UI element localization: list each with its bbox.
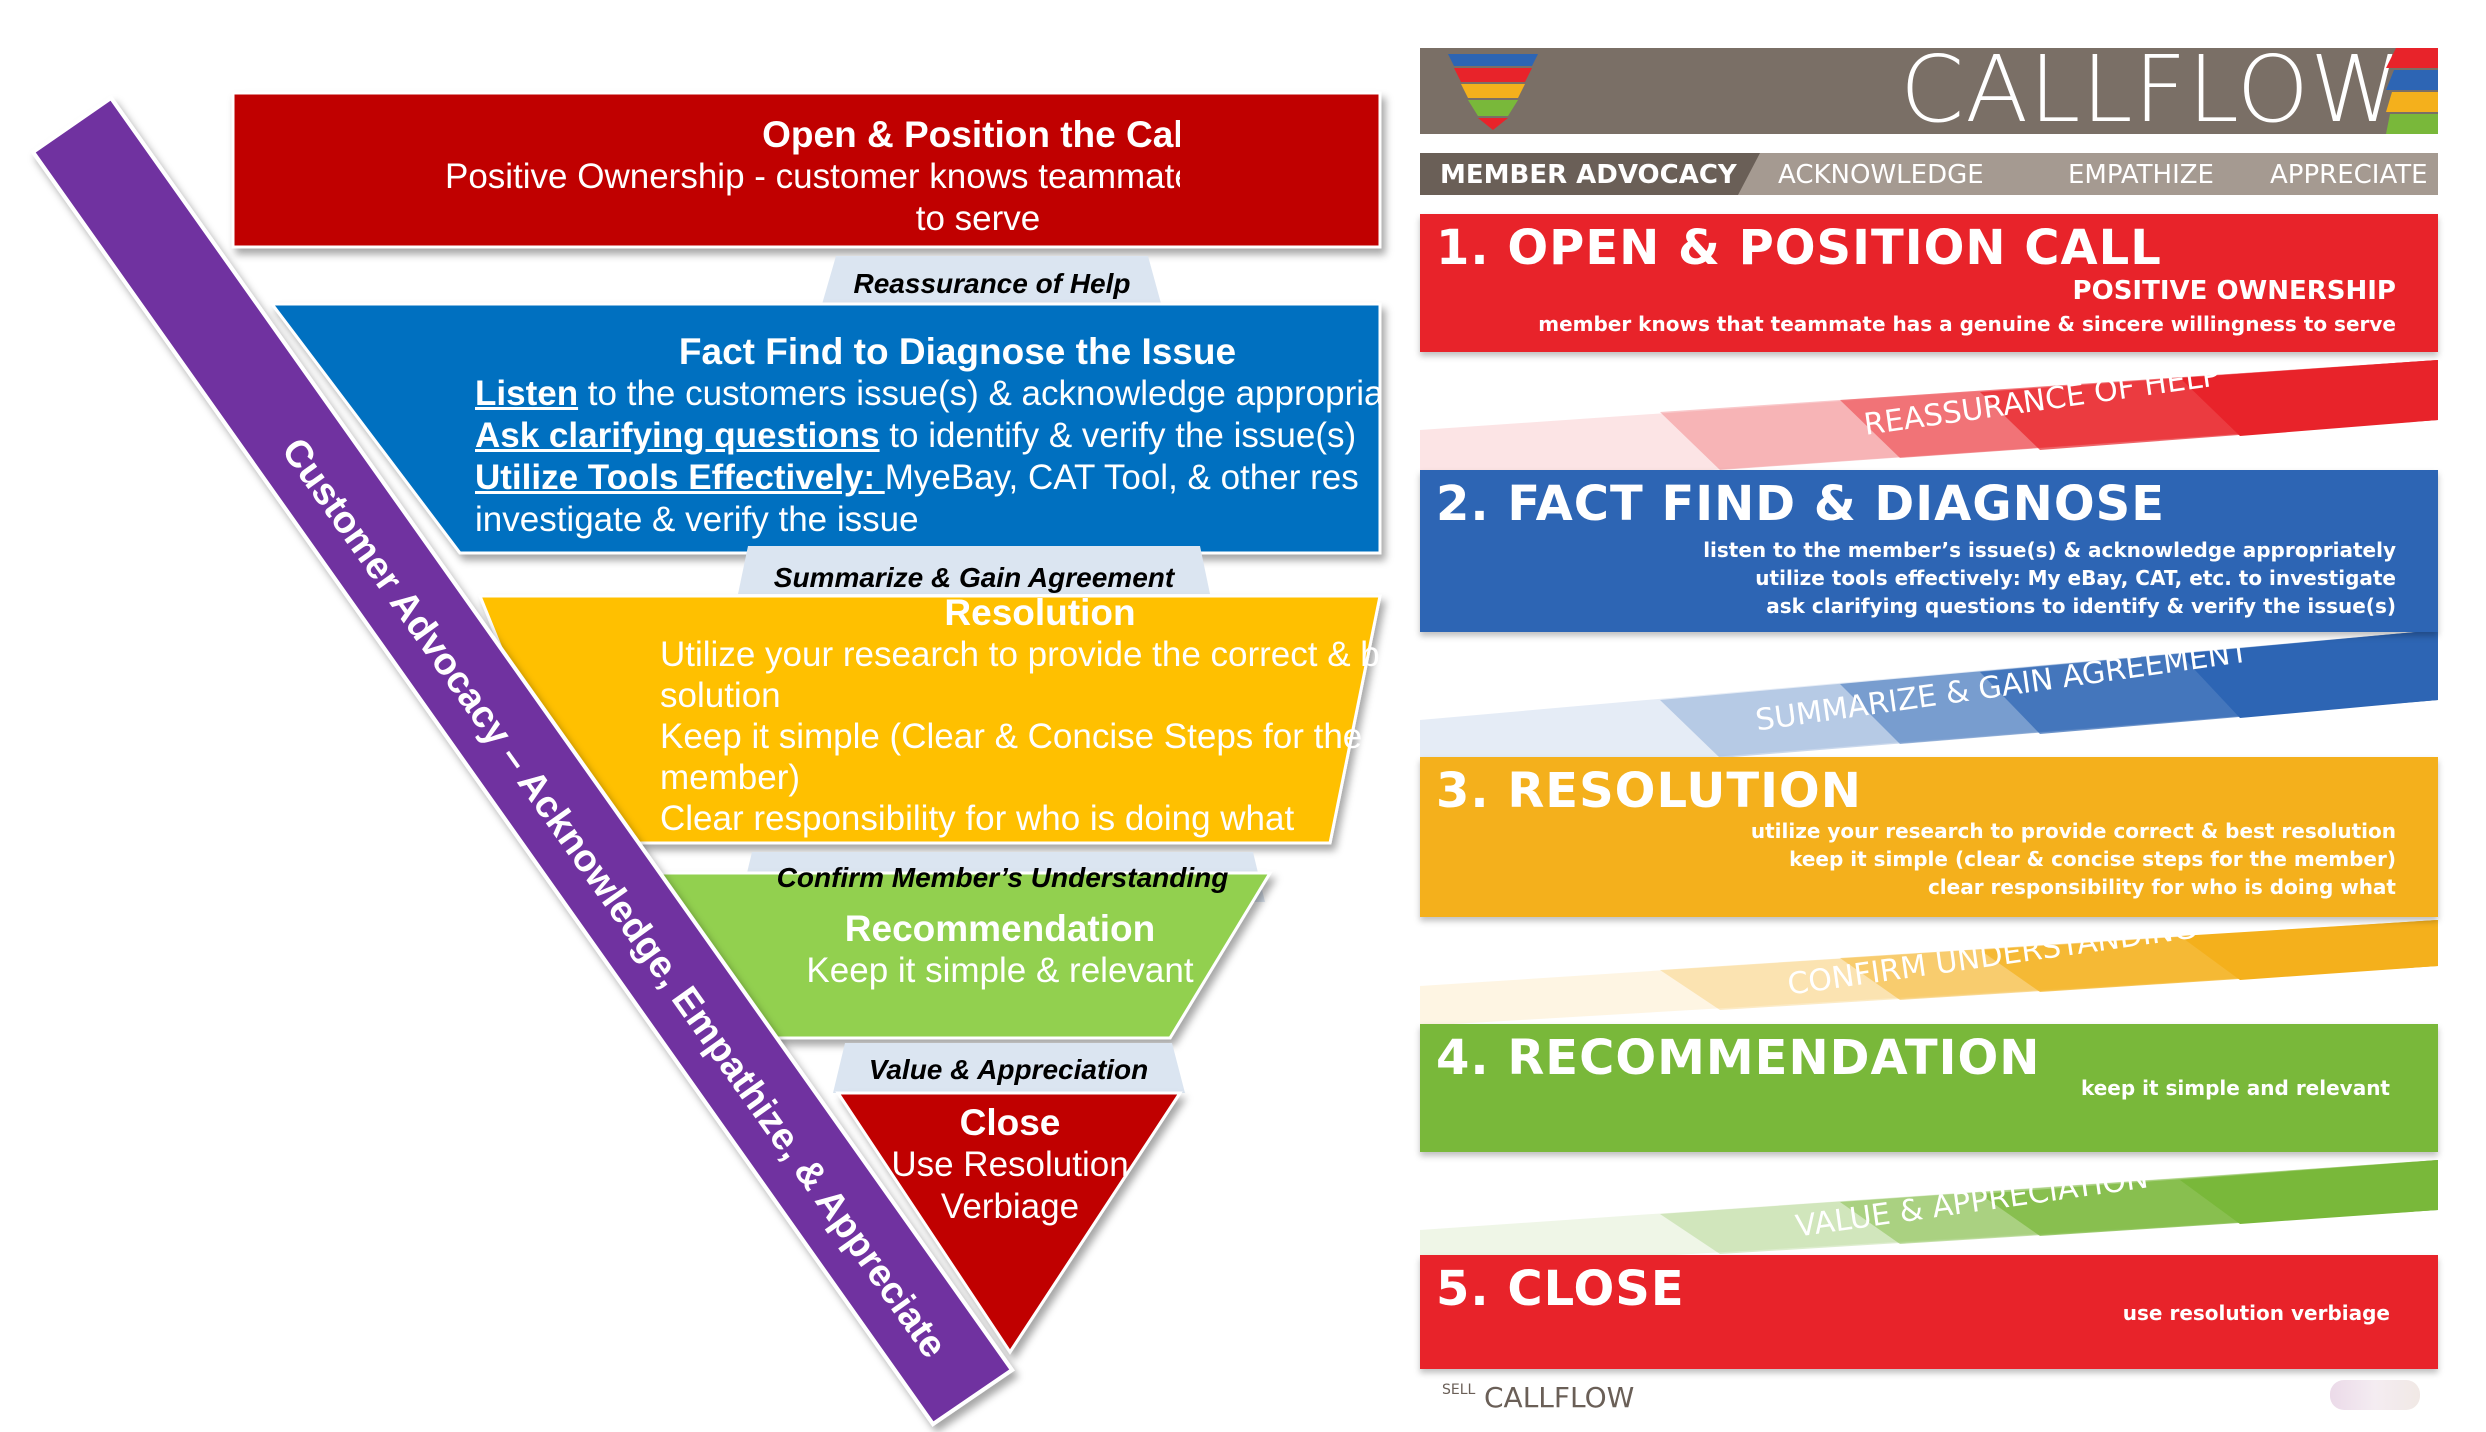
stage-resolution-line-2: solution [660,676,781,715]
stage-resolution-text: Resolution Utilize your research to prov… [660,592,1380,842]
band-resolution-line-1: utilize your research to provide correct… [1750,819,2396,843]
footer-blur-icon [2330,1380,2420,1410]
stage-close-text: Close Use Resolution Verbiage [860,1102,1160,1228]
footer-small-label: SELL [1442,1382,1476,1398]
stage-resolution-line-4: member) [660,758,801,797]
connector-summarize-shape [738,546,1210,594]
stage-factfind-line-2: Ask clarifying questions to identify & v… [475,416,1357,455]
connector-value-label: Value & Appreciation [868,1054,1149,1085]
subheader-member-advocacy: MEMBER ADVOCACY [1440,160,1737,190]
subheader-empathize: EMPATHIZE [2068,160,2214,190]
band-factfind: 2. FACT FIND & DIAGNOSE listen to the me… [1420,470,2438,632]
stage-factfind-text: Fact Find to Diagnose the Issue Listen t… [475,331,1380,553]
transition-ribbon-2 [1420,630,2438,770]
funnel-shapes [30,91,1382,1427]
callflow-title: CALLFLOW [1900,36,2402,143]
advocacy-band-shape [30,95,1015,1427]
band-open-subtitle: POSITIVE OWNERSHIP [2072,276,2396,306]
stage-factfind-line-3: Utilize Tools Effectively: MyeBay, CAT T… [475,458,1359,497]
band-recommendation-line-1: keep it simple and relevant [2080,1076,2390,1100]
band-resolution-line-2: keep it simple (clear & concise steps fo… [1789,847,2396,871]
stage-factfind-shape [268,302,1382,555]
stage-open-title: Open & Position the Call [762,114,1194,155]
stage-factfind-title: Fact Find to Diagnose the Issue [678,331,1237,372]
band-resolution-title: 3. RESOLUTION [1436,763,1862,819]
band-recommendation-title: 4. RECOMMENDATION [1436,1030,2041,1086]
stage-close-line-2: Verbiage [940,1187,1080,1226]
band-open-line-1: member knows that teammate has a genuine… [1538,312,2396,336]
stage-resolution-line-5: Clear responsibility for who is doing wh… [660,799,1295,838]
band-resolution: 3. RESOLUTION utilize your research to p… [1420,757,2438,917]
subheader-appreciate: APPRECIATE [2270,160,2428,190]
band-close: 5. CLOSE use resolution verbiage [1420,1255,2438,1369]
header-stripes-icon [2386,48,2438,134]
band-close-title: 5. CLOSE [1436,1261,1685,1317]
stage-resolution-title: Resolution [944,592,1136,633]
band-open-title: 1. OPEN & POSITION CALL [1436,220,2162,276]
stage-open-shape [231,91,1382,249]
stage-resolution-line-3: Keep it simple (Clear & Concise Steps fo… [660,717,1363,756]
band-factfind-title: 2. FACT FIND & DIAGNOSE [1436,476,2165,532]
stage-close-line-1: Use Resolution [891,1145,1129,1184]
subheader-acknowledge: ACKNOWLEDGE [1778,160,1984,190]
callflow-header [1420,48,2438,134]
transition-ribbon-4 [1420,1160,2438,1270]
band-resolution-lines: utilize your research to provide correct… [1751,817,2396,901]
stage-open-line-2: to serve [915,199,1041,238]
footer-callflow-label: CALLFLOW [1484,1381,1635,1414]
band-factfind-line-1: listen to the member’s issue(s) & acknow… [1703,538,2396,562]
band-factfind-line-3: ask clarifying questions to identify & v… [1766,594,2396,618]
stage-recommendation-line-1: Keep it simple & relevant [806,951,1194,990]
connector-reassurance-label: Reassurance of Help [853,268,1131,299]
stage-resolution-line-1: Utilize your research to provide the cor… [660,635,1380,674]
stage-open-line-1: Positive Ownership - customer knows team… [444,157,1512,196]
callflow-logo-icon [1448,54,1538,130]
stage-open-text: Open & Position the Call Positive Owners… [233,114,1512,240]
stage-factfind-line-4: investigate & verify the issue [475,500,919,539]
band-close-line-1: use resolution verbiage [2122,1301,2390,1325]
band-resolution-line-3: clear responsibility for who is doing wh… [1927,875,2396,899]
band-open: 1. OPEN & POSITION CALL POSITIVE OWNERSH… [1420,214,2438,352]
transition-ribbon-3 [1420,920,2438,1026]
band-factfind-line-2: utilize tools effectively: My eBay, CAT,… [1755,566,2396,590]
connector-confirm-label: Confirm Member’s Understanding [776,862,1229,893]
subheader-dark-segment [1420,153,1760,195]
stage-recommendation-title: Recommendation [844,908,1156,949]
stage-close-title: Close [959,1102,1061,1143]
transition-ribbon-1 [1420,360,2438,490]
band-recommendation: 4. RECOMMENDATION keep it simple and rel… [1420,1024,2438,1152]
stage-recommendation-text: Recommendation Keep it simple & relevant [760,908,1240,992]
band-factfind-lines: listen to the member’s issue(s) & acknow… [1703,536,2396,620]
connector-summarize-label: Summarize & Gain Agreement [773,562,1175,593]
connector-value-shape [833,1043,1185,1093]
stage-factfind-line-1: Listen to the customers issue(s) & ackno… [475,374,1380,413]
stage-close-shape [835,1091,1183,1355]
